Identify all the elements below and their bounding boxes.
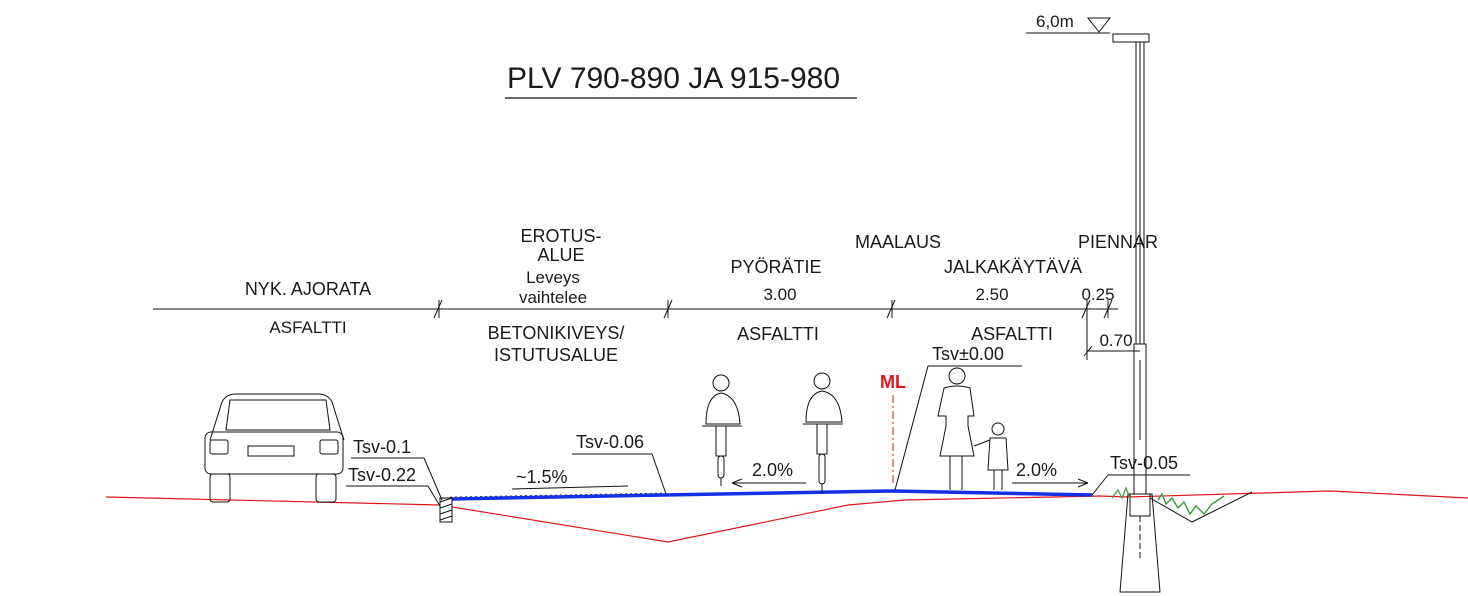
slope-footway: 2.0%	[1012, 460, 1089, 488]
level-ml-text: Tsv±0.00	[932, 344, 1004, 364]
level-shoulder-edge: Tsv-0.05	[1091, 453, 1190, 496]
level-separation-edge: Tsv-0.06	[572, 432, 667, 495]
footway-width: 2.50	[975, 285, 1008, 304]
ditch-vegetation	[1111, 486, 1253, 523]
pole-height-label: 6,0m	[1036, 12, 1074, 31]
existing-ground-line	[105, 490, 1468, 543]
dimension-line	[153, 299, 1140, 360]
cycle-surface: ASFALTTI	[737, 324, 819, 344]
separation-label-1: EROTUS-	[521, 226, 602, 246]
cyclist-icon	[803, 372, 843, 494]
cycle-width: 3.00	[763, 285, 796, 304]
separation-width-1: Leveys	[526, 268, 580, 287]
shoulder-width: 0.25	[1081, 285, 1114, 304]
road-label: NYK. AJORATA	[245, 279, 371, 299]
slope-separation: ~1.5%	[511, 467, 629, 490]
slope-cycle: 2.0%	[731, 460, 806, 488]
footway-surface: ASFALTTI	[971, 324, 1053, 344]
pedestrian-icon	[937, 367, 975, 490]
level-ml: Tsv±0.00	[894, 344, 1022, 491]
shoulder-offset: 0.70	[1099, 331, 1132, 350]
slope-footway-text: 2.0%	[1016, 460, 1057, 480]
finished-surface-line	[449, 489, 1093, 501]
footway-label: JALKAKÄYTÄVÄ	[944, 257, 1082, 277]
curb-stone	[439, 497, 453, 523]
slope-separation-text: ~1.5%	[516, 467, 568, 487]
paving-hatch	[449, 492, 665, 498]
cycle-label: PYÖRÄTIE	[730, 257, 821, 277]
road-surface: ASFALTTI	[269, 318, 346, 337]
separation-surface-2: ISTUTUSALUE	[494, 345, 618, 365]
cyclist-icon	[702, 374, 742, 486]
level-separation-edge-text: Tsv-0.06	[576, 432, 644, 452]
level-shoulder-edge-text: Tsv-0.05	[1110, 453, 1178, 473]
lamp-pole	[1112, 33, 1161, 593]
child-pedestrian-icon	[973, 422, 1009, 490]
marking-label: MAALAUS	[855, 232, 941, 252]
pole-height-marker: 6,0m	[1026, 12, 1112, 34]
level-curb-top-text: Tsv-0.1	[353, 437, 411, 457]
separation-label-2: ALUE	[537, 245, 584, 265]
separation-width-2: vaihtelee	[519, 288, 587, 307]
slope-cycle-text: 2.0%	[752, 460, 793, 480]
separation-surface-1: BETONIKIVEYS/	[488, 323, 625, 343]
drawing-title: PLV 790-890 JA 915-980	[507, 62, 840, 95]
ml-label: ML	[880, 372, 906, 392]
level-curb-bottom-text: Tsv-0.22	[348, 465, 416, 485]
level-curb-bottom: Tsv-0.22	[346, 465, 441, 507]
level-curb-top: Tsv-0.1	[351, 437, 443, 501]
car-icon	[204, 393, 345, 503]
shoulder-label: PIENNAR	[1078, 232, 1158, 252]
